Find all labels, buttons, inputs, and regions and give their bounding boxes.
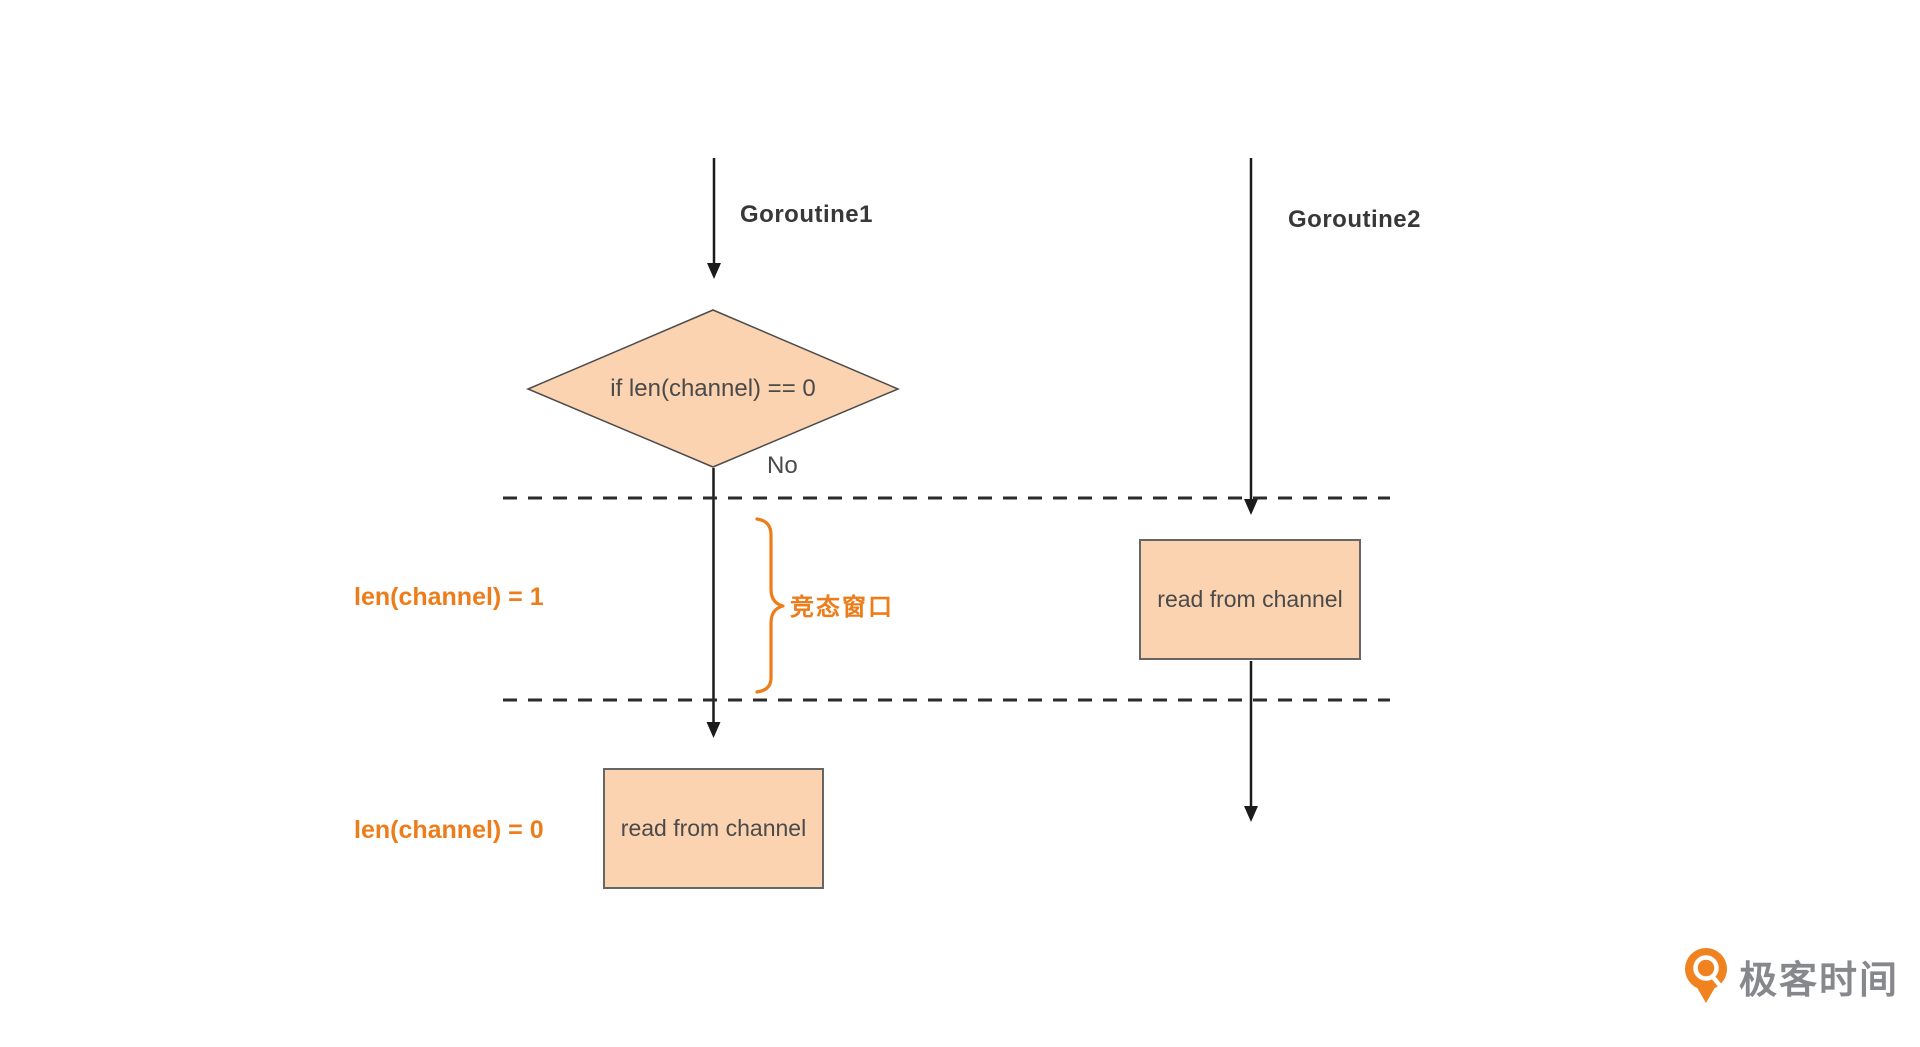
geektime-brand: 极客时间 <box>1684 948 1899 1004</box>
race-window-brace <box>755 517 785 694</box>
len-channel-0-label: len(channel) = 0 <box>354 816 544 844</box>
goroutine2-read-box-label: read from channel <box>1157 586 1343 612</box>
goroutine1-arrow-mid-head <box>706 722 721 738</box>
race-window-label: 竞态窗口 <box>790 594 894 621</box>
goroutine2-read-from-channel-box: read from channel <box>1139 539 1361 660</box>
decision-condition-label: if len(channel) == 0 <box>610 375 816 402</box>
goroutine1-label: Goroutine1 <box>740 201 874 228</box>
geektime-brand-text: 极客时间 <box>1739 959 1900 1002</box>
decision-diamond <box>526 309 900 468</box>
no-branch-label: No <box>767 452 798 479</box>
goroutine1-arrow-top-head <box>707 263 721 279</box>
geektime-pin-icon <box>1685 948 1727 1003</box>
goroutine1-read-box-label: read from channel <box>620 815 807 841</box>
goroutine2-arrow-top-head <box>1244 499 1258 515</box>
goroutine1-read-from-channel-box: read from channel <box>603 768 824 889</box>
len-channel-1-label: len(channel) = 1 <box>354 583 544 611</box>
goroutine2-label: Goroutine2 <box>1288 206 1422 233</box>
goroutine2-arrow-bottom-head <box>1244 806 1258 822</box>
